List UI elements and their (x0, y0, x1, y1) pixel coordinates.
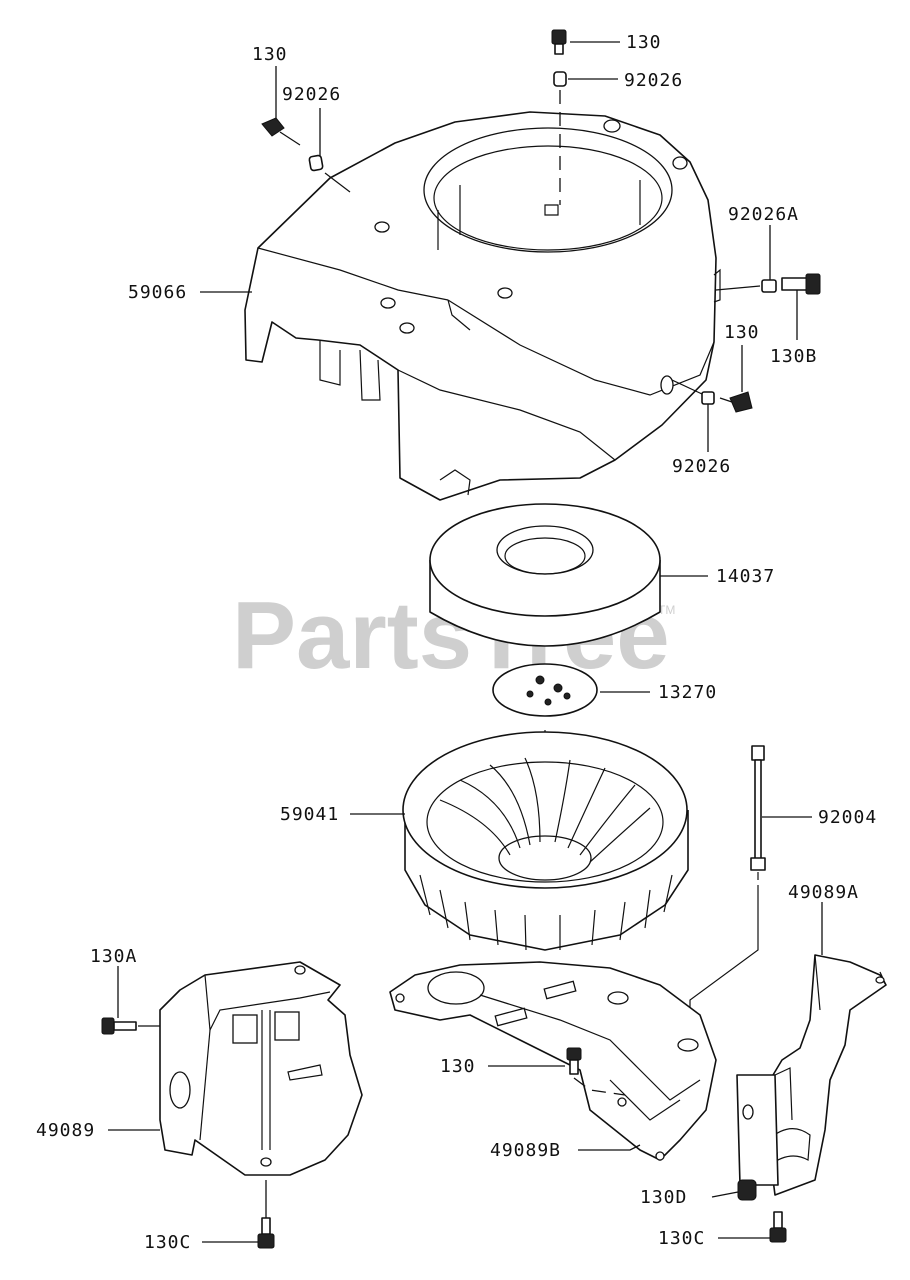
callout-labels: 130 92026 130 92026 59066 92026A 130B 13… (36, 32, 877, 1253)
callout-130-top-left: 130 (252, 44, 288, 65)
callout-130A: 130A (90, 946, 137, 967)
bracket-130D-mount (736, 1067, 793, 1186)
callout-59066: 59066 (128, 282, 187, 303)
callout-92026-right: 92026 (672, 456, 731, 477)
leader-lines (108, 41, 823, 1243)
stud-drop-line (689, 885, 759, 1010)
lead-housing-right (715, 285, 761, 291)
callout-13270: 13270 (658, 682, 717, 703)
bolt-130-right (719, 391, 753, 413)
callout-49089B: 49089B (490, 1140, 561, 1161)
callout-59041: 59041 (280, 804, 339, 825)
callout-92004: 92004 (818, 807, 877, 828)
plate (492, 663, 598, 717)
callout-130C-right: 130C (658, 1228, 705, 1249)
bolt-130C-right (769, 1211, 787, 1243)
callout-130B: 130B (770, 346, 817, 367)
left-side-cover (159, 961, 363, 1176)
screen-cover (429, 503, 661, 647)
spacer-92026-right (701, 391, 715, 405)
callout-130-center: 130 (440, 1056, 476, 1077)
spacer-92026A (761, 279, 777, 293)
callout-14037: 14037 (716, 566, 775, 587)
spacer-92026-top-left (308, 154, 324, 172)
fan-housing-shroud (244, 111, 721, 501)
callout-92026-top-left: 92026 (282, 84, 341, 105)
bolt-130-top-left (261, 117, 301, 146)
lead-housing-right-lower (671, 379, 703, 395)
spacer-92026-top-center (553, 71, 567, 87)
callout-92026A: 92026A (728, 204, 799, 225)
dash-line-top-left (324, 172, 351, 193)
callout-49089A: 49089A (788, 882, 859, 903)
stud (750, 745, 766, 880)
bolt-130B (781, 273, 821, 295)
right-side-cover (767, 954, 887, 1196)
watermark-trademark: TM (658, 603, 675, 617)
dash-line-center-bolt (573, 1077, 626, 1096)
callout-92026-top-center: 92026 (624, 70, 683, 91)
bolt-130D (737, 1179, 757, 1201)
callout-130C-left: 130C (144, 1232, 191, 1253)
flywheel-fan (402, 731, 689, 951)
bolt-130-top-center (551, 29, 567, 55)
callout-130-right: 130 (724, 322, 760, 343)
callout-130-top-center: 130 (626, 32, 662, 53)
bolt-130C-left (257, 1217, 275, 1249)
callout-130D: 130D (640, 1187, 687, 1208)
base-baffle (389, 961, 717, 1161)
bolt-130-center (566, 1047, 582, 1075)
bolt-130A (101, 1017, 137, 1035)
callout-49089: 49089 (36, 1120, 95, 1141)
